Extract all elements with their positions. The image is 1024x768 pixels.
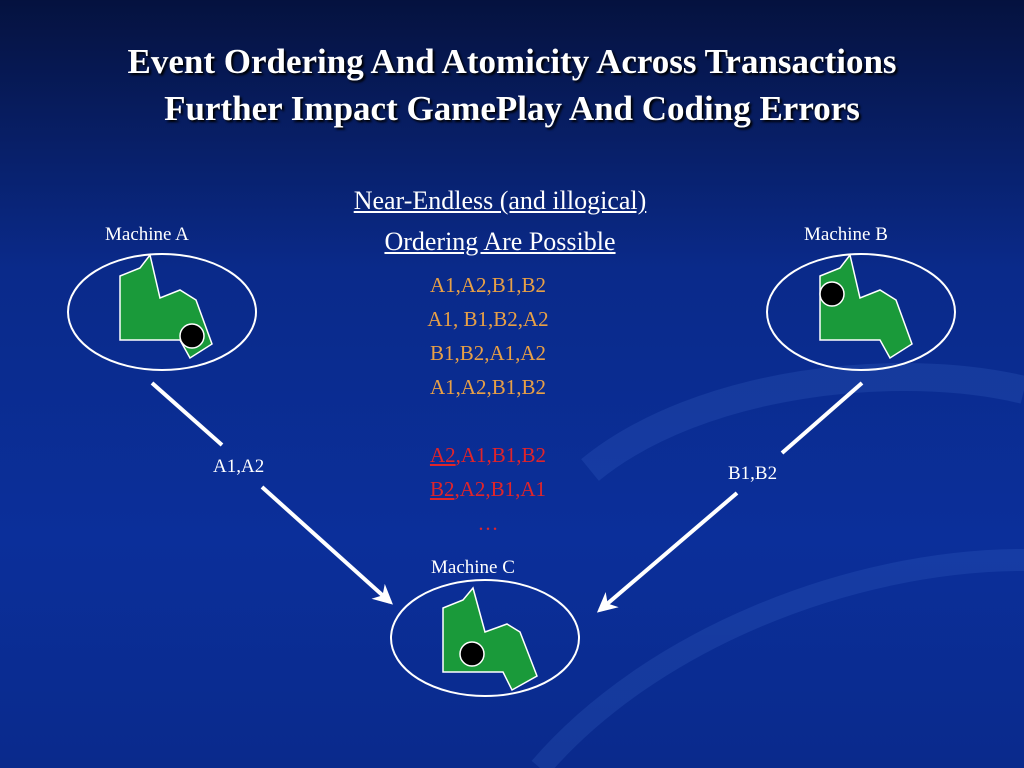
machine-b-label: Machine B [804, 224, 888, 245]
slide-title: Event Ordering And Atomicity Across Tran… [0, 38, 1024, 132]
heading-line-2: Ordering Are Possible [384, 227, 616, 256]
ordering-ellipsis: … [477, 511, 499, 535]
player-token [179, 323, 205, 349]
ordering-invalid-rest: ,A2,B1,A1 [454, 477, 547, 501]
orderings-list: A1,A2,B1,B2 A1, B1,B2,A2 B1,B2,A1,A2 A1,… [338, 268, 638, 540]
orderings-heading: Near-Endless (and illogical) Ordering Ar… [250, 180, 750, 262]
player-token [819, 281, 845, 307]
ordering-invalid-lead: A2 [429, 443, 456, 467]
machine-c [390, 579, 580, 697]
ordering-invalid: B2,A2,B1,A1 [338, 472, 638, 506]
edge-line [150, 381, 224, 447]
machine-a-label: Machine A [105, 224, 189, 245]
heading-line-1: Near-Endless (and illogical) [353, 186, 647, 215]
machine-a [67, 253, 257, 371]
machine-a-ellipse [67, 253, 257, 371]
machine-b-ellipse [766, 253, 956, 371]
edge-label-a: A1,A2 [213, 456, 265, 477]
map-territory [819, 253, 913, 360]
edge-label-b: B1,B2 [728, 463, 778, 484]
title-line-2: Further Impact GamePlay And Coding Error… [164, 89, 860, 128]
ordering-valid: A1,A2,B1,B2 [429, 375, 547, 399]
machine-c-label: Machine C [431, 557, 515, 578]
map-territory [442, 586, 538, 692]
edge-b-to-c [596, 381, 864, 613]
player-token [459, 641, 485, 667]
machine-b [766, 253, 956, 371]
ordering-invalid-rest: ,A1,B1,B2 [455, 443, 547, 467]
edge-arrow [260, 485, 393, 605]
edge-a-to-c [150, 381, 393, 605]
edge-arrow [596, 491, 739, 613]
edge-line [780, 381, 864, 455]
ordering-invalid: A2,A1,B1,B2 [338, 438, 638, 472]
ordering-invalid-lead: B2 [429, 477, 455, 501]
machine-c-ellipse [390, 579, 580, 697]
background-swoosh [531, 363, 1024, 768]
ordering-valid: A1, B1,B2,A2 [427, 307, 549, 331]
ordering-valid: B1,B2,A1,A2 [429, 341, 547, 365]
ordering-valid: A1,A2,B1,B2 [429, 273, 547, 297]
title-line-1: Event Ordering And Atomicity Across Tran… [127, 42, 897, 81]
